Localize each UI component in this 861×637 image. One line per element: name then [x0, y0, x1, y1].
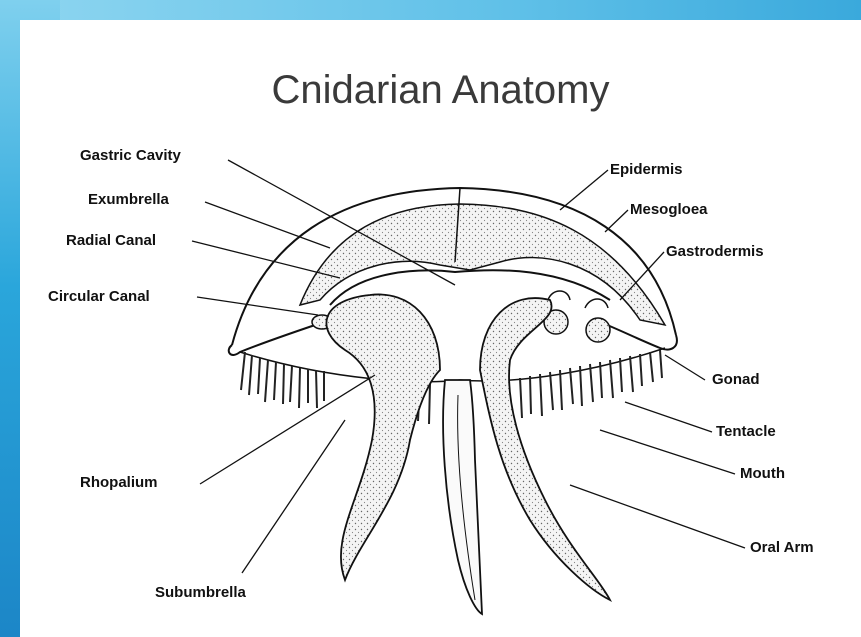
gonads: [544, 291, 610, 342]
label-mouth: Mouth: [740, 465, 785, 482]
label-gastric-cavity: Gastric Cavity: [80, 147, 182, 164]
label-tentacle: Tentacle: [716, 423, 776, 440]
oral-arm-left: [326, 294, 440, 580]
label-rhopalium: Rhopalium: [80, 474, 158, 491]
oral-arm-center: [443, 380, 482, 614]
label-subumbrella: Subumbrella: [155, 584, 247, 601]
bell-right-margin: [600, 322, 677, 349]
label-gonad: Gonad: [712, 371, 760, 388]
oral-arm-right: [480, 298, 610, 600]
label-oral-arm: Oral Arm: [750, 539, 814, 556]
label-gastrodermis: Gastrodermis: [666, 243, 764, 260]
label-circular-canal: Circular Canal: [48, 288, 150, 305]
label-mesogloea: Mesogloea: [630, 201, 708, 218]
label-radial-canal: Radial Canal: [66, 232, 156, 249]
label-exumbrella: Exumbrella: [88, 191, 170, 208]
label-epidermis: Epidermis: [610, 161, 683, 178]
